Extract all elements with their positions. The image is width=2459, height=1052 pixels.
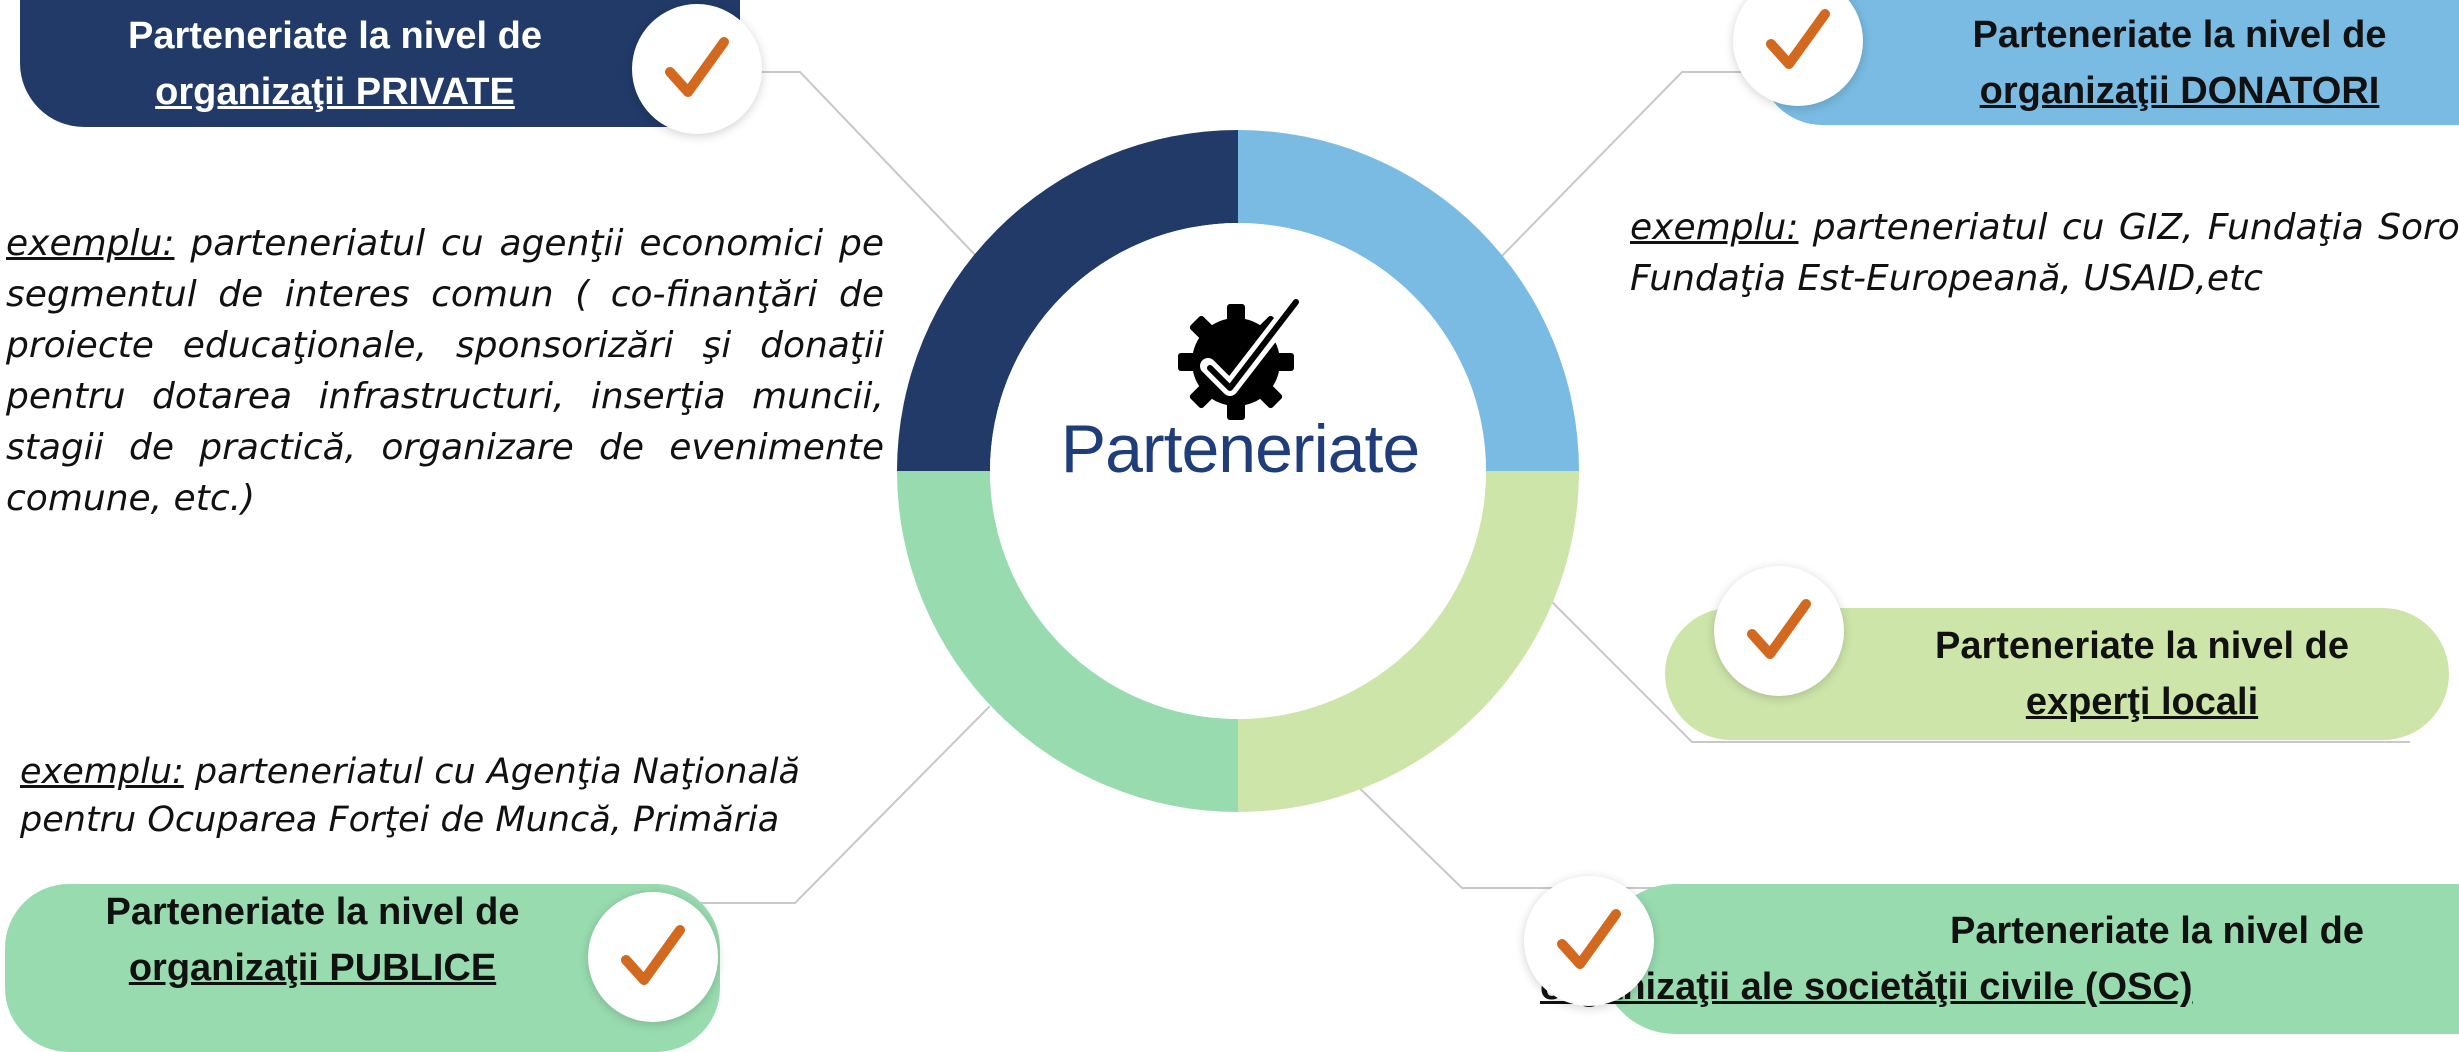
badge-public (588, 892, 718, 1022)
example-public-text: parteneriatul cu Agenţia Naţională pentr… (20, 752, 801, 840)
badge-local-experts (1714, 566, 1844, 696)
badge-private (632, 4, 762, 134)
example-public: exemplu: parteneriatul cu Agenţia Naţion… (20, 748, 830, 844)
example-private-text: parteneriatul cu agenţii economici pe se… (6, 223, 884, 519)
checkmark-icon (665, 37, 729, 97)
example-public-label: exemplu: (20, 752, 184, 792)
box-donors: Parteneriate la nivel de organizaţii DON… (1760, 0, 2459, 125)
box-civil-line2: organizaţii ale societăţii civile (OSC) (1540, 966, 2193, 1008)
partnership-donut (897, 130, 1579, 812)
badge-donors (1733, 0, 1863, 106)
example-donors-text: parteneriatul cu GIZ, Fundaţia Soros, Fu… (1630, 207, 2459, 299)
gear-check-icon (1178, 292, 1306, 420)
example-donors-label: exemplu: (1630, 207, 1799, 248)
checkmark-icon (1747, 599, 1811, 659)
segment-local-experts (1238, 471, 1579, 812)
box-donors-line1: Parteneriate la nivel de (1972, 13, 2387, 56)
box-civil-line1: Parteneriate la nivel de (1950, 910, 2364, 952)
example-private: exemplu: parteneriatul cu agenţii econom… (6, 218, 884, 524)
example-private-label: exemplu: (6, 223, 175, 264)
checkmark-icon (1557, 909, 1621, 969)
segment-private (897, 130, 1238, 471)
box-private-line2: organizaţii PRIVATE (155, 70, 515, 113)
checkmark-icon (1766, 9, 1830, 69)
segment-public (897, 471, 1238, 812)
box-donors-line2: organizaţii DONATORI (1979, 69, 2380, 112)
box-local-experts-line1: Parteneriate la nivel de (1935, 625, 2349, 667)
box-public: Parteneriate la nivel de organizaţii PUB… (5, 884, 720, 1052)
box-private-line1: Parteneriate la nivel de (128, 14, 542, 57)
box-public-line2: organizaţii PUBLICE (128, 947, 497, 989)
badge-civil (1524, 876, 1654, 1006)
center-title: Parteneriate (1060, 411, 1420, 487)
segment-donors (1238, 130, 1579, 471)
box-civil: Parteneriate la nivel de organizaţii ale… (1540, 884, 2459, 1034)
checkmark-icon (621, 925, 685, 985)
box-public-line1: Parteneriate la nivel de (105, 891, 520, 933)
box-private: Parteneriate la nivel de organizaţii PRI… (20, 0, 740, 127)
example-donors: exemplu: parteneriatul cu GIZ, Fundaţia … (1630, 202, 2459, 304)
box-local-experts-line2: experţi locali (2025, 681, 2259, 723)
